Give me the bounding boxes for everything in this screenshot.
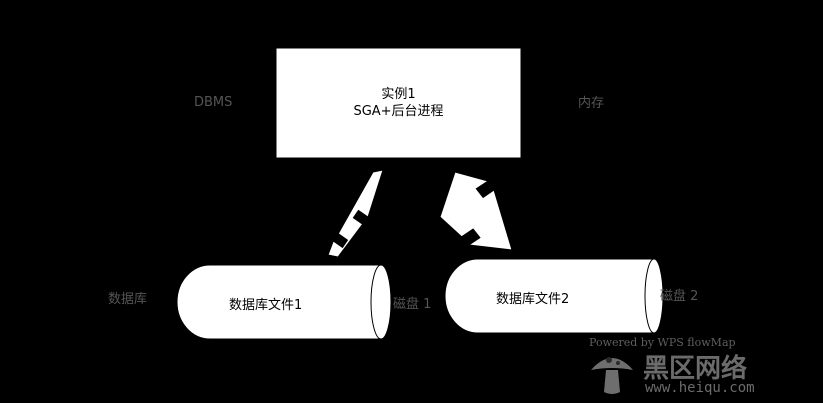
double-arrow-right [439, 171, 513, 251]
cylinder-1-end [370, 264, 392, 340]
instance-subtitle: SGA+后台进程 [353, 104, 444, 119]
disk-2-label: 磁盘 2 [660, 289, 699, 304]
cylinder-2-end [644, 258, 664, 334]
memory-label: 内存 [578, 96, 605, 111]
watermark-powered-by: Powered by WPS flowMap [589, 336, 736, 349]
watermark-site-url: www.heiqu.com [645, 380, 755, 396]
double-arrow-left [327, 169, 384, 258]
cylinder-2-label: 数据库文件2 [496, 292, 570, 307]
instance-box[interactable] [275, 47, 522, 159]
database-label: 数据库 [108, 292, 148, 307]
instance-title: 实例1 [381, 87, 416, 102]
dbms-label: DBMS [194, 95, 233, 110]
watermark-site-name: 黑区网络 [643, 354, 748, 384]
instance-label: 实例1 SGA+后台进程 [276, 86, 521, 120]
watermark: Powered by WPS flowMap 黑区网络 www.heiqu.co… [587, 336, 817, 400]
mushroom-logo-icon [591, 357, 633, 394]
disk-1-label: 磁盘 1 [393, 297, 432, 312]
cylinder-1-label: 数据库文件1 [229, 298, 303, 313]
